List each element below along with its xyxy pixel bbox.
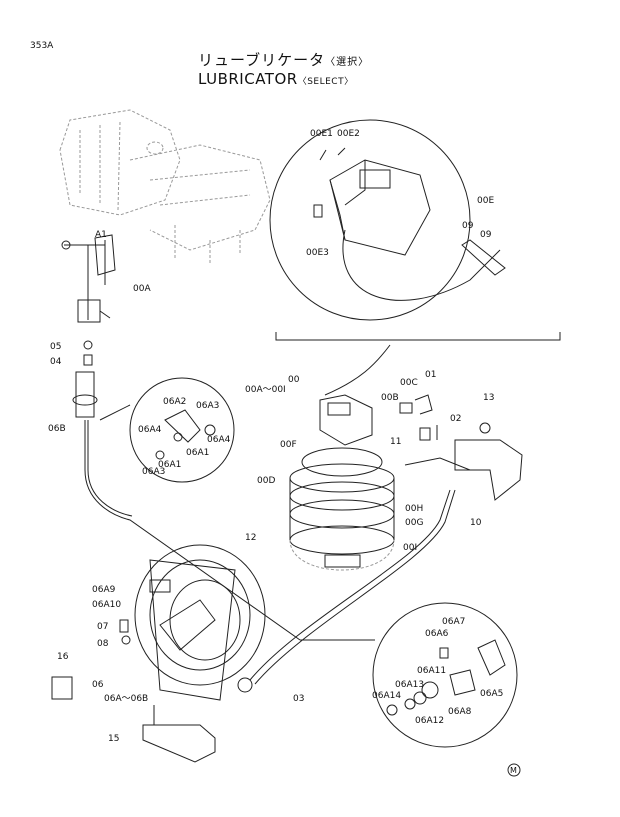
bracket-line (275, 332, 561, 341)
bracket-10 (404, 422, 523, 501)
label-06a10: 06A10 (92, 600, 121, 610)
label-07: 07 (97, 622, 108, 632)
bolt-07 (119, 619, 129, 633)
title-japanese-suffix: 〈選択〉 (325, 57, 370, 68)
label-06a1-left: 06A1 (158, 460, 181, 470)
leader-zoom (324, 344, 391, 396)
label-06a-06b: 06A～06B (104, 694, 148, 704)
pipe-03-b (254, 489, 456, 685)
label-03: 03 (293, 694, 304, 704)
title-english-suffix: 〈SELECT〉 (297, 77, 354, 87)
label-00g: 00G (405, 518, 423, 528)
label-06a2: 06A2 (163, 397, 186, 407)
fittings-near-pump (399, 394, 438, 441)
label-06a5: 06A5 (480, 689, 503, 699)
title-japanese: リューブリケータ〈選択〉 (198, 53, 369, 68)
label-00a-00i: 00A～00I (245, 385, 286, 395)
hose-reel-06 (134, 544, 266, 701)
plate-15 (142, 724, 216, 763)
label-00i: 00I (403, 543, 417, 553)
label-00b: 00B (381, 393, 399, 403)
title-english: LUBRICATOR〈SELECT〉 (198, 72, 354, 87)
label-06a3-bottom: 06A3 (142, 467, 165, 477)
label-06a11: 06A11 (417, 666, 446, 676)
label-06b: 06B (48, 424, 66, 434)
label-06a4-left: 06A4 (138, 425, 162, 435)
label-06a6: 06A6 (425, 629, 449, 639)
washer-05 (83, 340, 93, 350)
label-12: 12 (245, 533, 256, 543)
plate-16 (51, 676, 73, 700)
callout-00e (269, 119, 506, 321)
callout-06a-large (300, 602, 518, 748)
label-00d: 00D (257, 476, 275, 486)
pump-unit (289, 394, 395, 571)
label-01: 01 (425, 370, 436, 380)
label-00e2: 00E2 (337, 129, 360, 139)
label-06a1-right: 06A1 (186, 448, 209, 458)
washer-08 (121, 635, 131, 645)
fitting-06b (75, 371, 95, 418)
label-06a8: 06A8 (448, 707, 472, 717)
fitting-06b-flange (72, 394, 98, 406)
label-a1: A1 (95, 230, 107, 240)
pipe-03-a (249, 489, 451, 681)
mark-circle (507, 763, 521, 777)
label-04: 04 (50, 357, 62, 367)
page-number: 353A (30, 41, 54, 51)
nut-04 (83, 354, 93, 366)
label-11: 11 (390, 437, 401, 447)
label-06a3-top: 06A3 (196, 401, 219, 411)
label-06a4-right: 06A4 (207, 435, 231, 445)
label-00h: 00H (405, 504, 423, 514)
callout-06a-small (99, 377, 235, 483)
label-00e1: 00E1 (310, 129, 333, 139)
label-09a: 09 (462, 221, 474, 231)
excavator-outline (59, 109, 271, 265)
part-labels: 00E1 00E2 00E 00E3 09 09 A1 00A 05 04 06… (48, 129, 517, 775)
supply-pipe-top (61, 240, 111, 323)
label-08: 08 (97, 639, 109, 649)
label-06a7: 06A7 (442, 617, 465, 627)
label-06a9: 06A9 (92, 585, 116, 595)
label-09b: 09 (480, 230, 492, 240)
label-10: 10 (470, 518, 482, 528)
hose-06b-outer (87, 420, 133, 517)
label-00: 00 (288, 375, 300, 385)
label-15: 15 (108, 734, 119, 744)
label-06: 06 (92, 680, 104, 690)
label-05: 05 (50, 342, 61, 352)
title-japanese-text: リューブリケータ (198, 51, 326, 69)
label-00a: 00A (133, 284, 151, 294)
label-16: 16 (57, 652, 69, 662)
label-06a13: 06A13 (395, 680, 424, 690)
label-00e: 00E (477, 196, 494, 206)
mark-letter: M (510, 766, 517, 775)
label-00e3: 00E3 (306, 248, 329, 258)
label-00c: 00C (400, 378, 418, 388)
label-00f: 00F (280, 440, 297, 450)
label-06a14: 06A14 (372, 691, 401, 701)
label-13: 13 (483, 393, 494, 403)
fitting-a1 (94, 234, 116, 285)
hose-06b (84, 420, 301, 641)
label-02: 02 (450, 414, 461, 424)
title-english-text: LUBRICATOR (198, 70, 298, 88)
label-06a12: 06A12 (415, 716, 444, 726)
